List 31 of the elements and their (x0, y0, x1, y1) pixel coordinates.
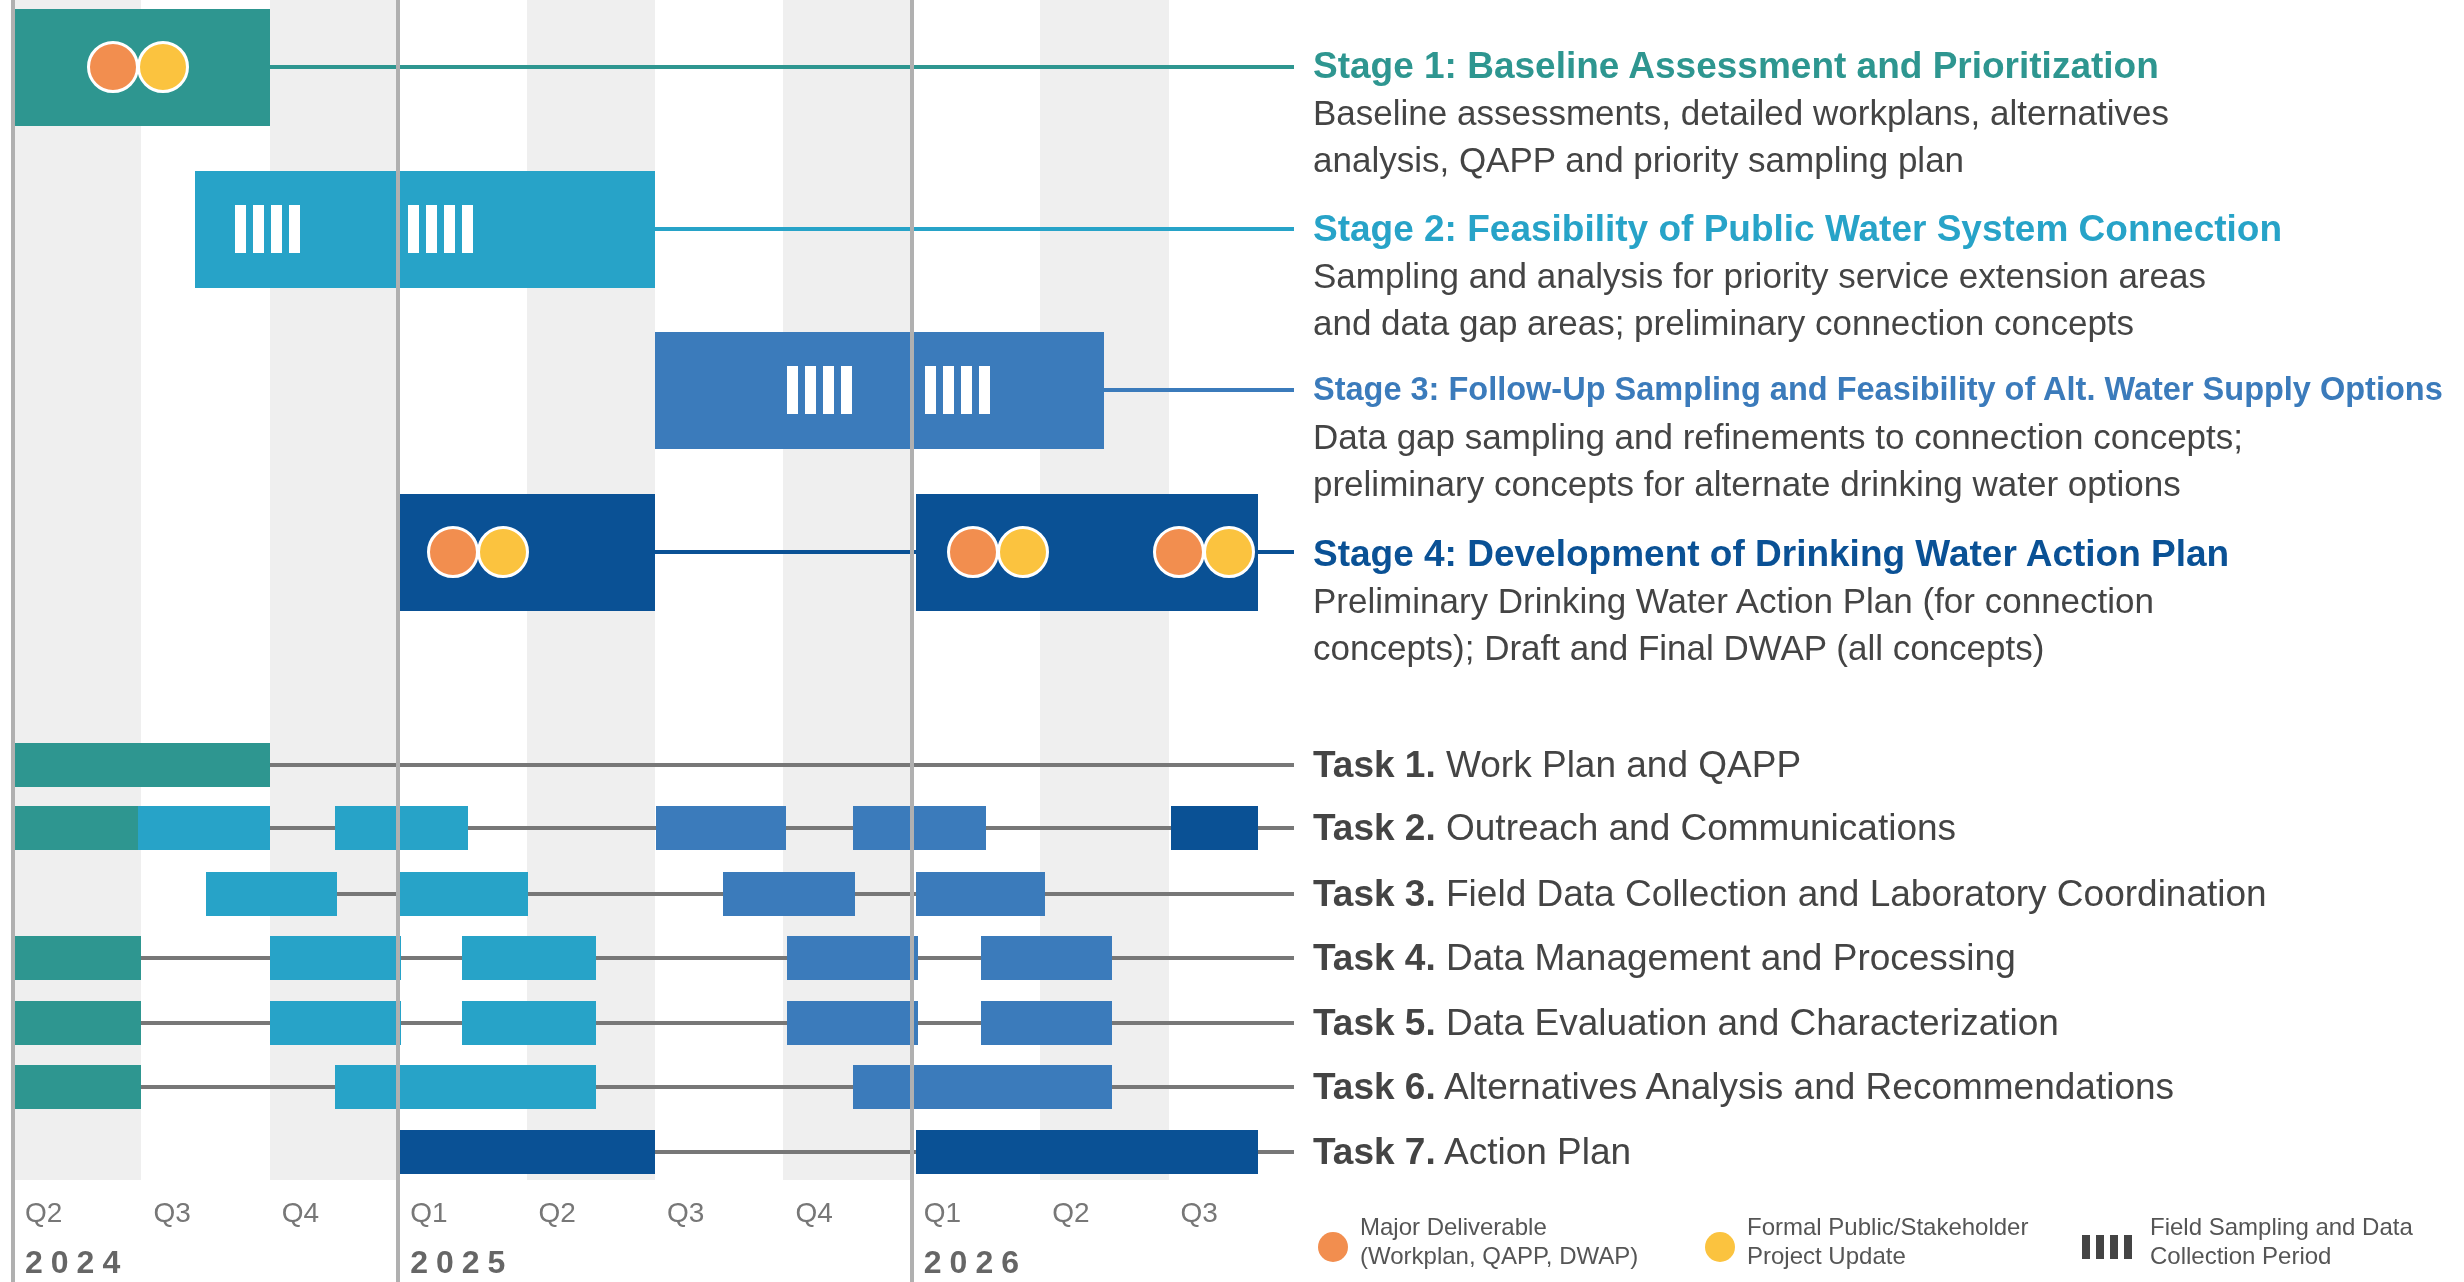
task-label: Task 5. Data Evaluation and Characterization (1313, 999, 2059, 1046)
legend-label: Field Sampling and Data Collection Period (2150, 1212, 2414, 1270)
year-label: 2024 (25, 1244, 129, 1281)
quarter-label: Q2 (538, 1197, 576, 1229)
quarter-label: Q3 (667, 1197, 705, 1229)
quarter-label: Q1 (923, 1197, 962, 1229)
quarter-label: Q3 (153, 1197, 191, 1229)
year-label: 2025 (410, 1244, 514, 1281)
stage-title: Stage 2: Feasibility of Public Water System Connection (1313, 207, 2283, 251)
task-label: Task 3. Field Data Collection and Laboratory Coordination (1313, 870, 2267, 917)
legend-label: Major Deliverable (Workplan, QAPP, DWAP) (1360, 1212, 1640, 1270)
year-label: 2026 (923, 1244, 1027, 1281)
quarter-label: Q4 (281, 1197, 320, 1229)
task-label: Task 2. Outreach and Communications (1313, 804, 1957, 851)
stage-summary: Sampling and analysis for priority service extension areas and data gap areas; preliminary connection concepts (1313, 255, 2207, 344)
task-label: Task 4. Data Management and Processing (1313, 934, 2016, 981)
quarter-label: Q2 (1052, 1197, 1090, 1229)
quarter-label: Q1 (410, 1197, 448, 1229)
task-label: Task 6. Alternatives Analysis and Recommendations (1313, 1063, 2175, 1110)
stage-title: Stage 4: Development of Drinking Water Action Plan (1313, 532, 2230, 576)
stage-title: Stage 3: Follow-Up Sampling and Feasibility of Alt. Water Supply Options (1313, 370, 2443, 409)
legend-label: Formal Public/Stakeholder Project Update (1747, 1212, 2030, 1270)
quarter-label: Q4 (795, 1197, 833, 1229)
stage-summary: Data gap sampling and refinements to connection concepts; preliminary concepts for alternate drinking water options (1313, 416, 2244, 505)
task-label: Task 7. Action Plan (1313, 1128, 1632, 1175)
task-label: Task 1. Work Plan and QAPP (1313, 741, 1802, 788)
stage-summary: Baseline assessments, detailed workplans, alternatives analysis, QAPP and priority sampling plan (1313, 92, 2170, 181)
quarter-label: Q3 (1180, 1197, 1218, 1229)
stage-title: Stage 1: Baseline Assessment and Prioritization (1313, 44, 2159, 88)
stage-summary: Preliminary Drinking Water Action Plan (for connection concepts); Draft and Final DWAP (all concepts) (1313, 580, 2155, 669)
quarter-label: Q2 (25, 1197, 63, 1229)
